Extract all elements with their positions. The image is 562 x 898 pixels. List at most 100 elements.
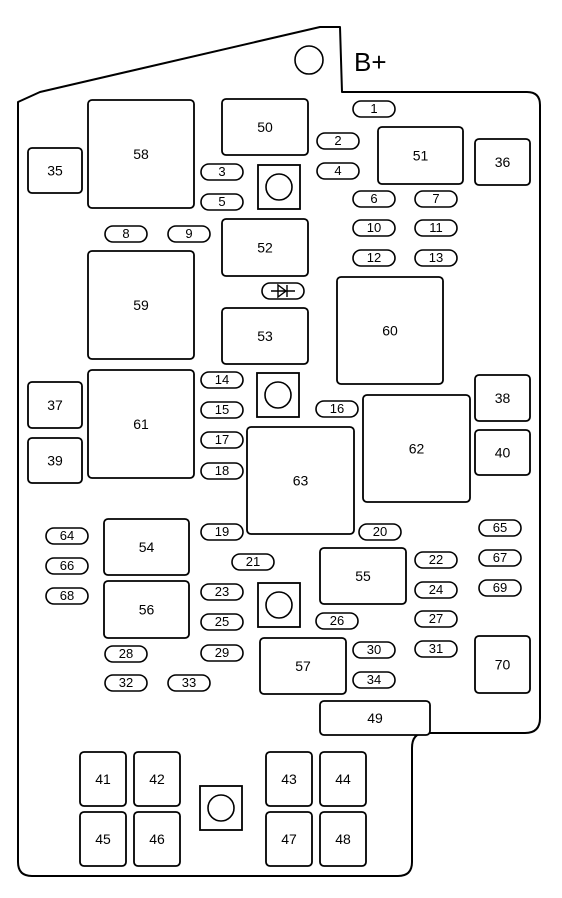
mini-fuse-69-label: 69 (493, 580, 507, 595)
fuse-39-label: 39 (47, 453, 63, 469)
mini-fuse-13 (414, 249, 458, 267)
fuse-62-label: 62 (409, 441, 425, 457)
mini-fuse-26 (315, 612, 359, 630)
mini-fuse-66 (45, 557, 89, 575)
mini-fuse-64-label: 64 (60, 528, 74, 543)
fuse-61 (87, 369, 195, 479)
fuse-63-label: 63 (293, 473, 309, 489)
fuse-55 (319, 547, 407, 605)
fuse-52-label: 52 (257, 240, 273, 256)
mini-fuse-6-label: 6 (370, 191, 377, 206)
mini-fuse-65-label: 65 (493, 520, 507, 535)
mini-fuse-14-label: 14 (215, 372, 229, 387)
mini-fuse-25 (200, 613, 244, 631)
mini-fuse-23-label: 23 (215, 584, 229, 599)
fuse-47 (265, 811, 313, 867)
mini-fuse-22 (414, 551, 458, 569)
fuse-48 (319, 811, 367, 867)
fuse-42 (133, 751, 181, 807)
fuse-43 (265, 751, 313, 807)
stud-bolt-icon (265, 173, 293, 201)
mini-fuse-21 (231, 553, 275, 571)
mini-fuse-26-label: 26 (330, 613, 344, 628)
mini-fuse-29-label: 29 (215, 645, 229, 660)
mini-fuse-31 (414, 640, 458, 658)
mini-fuse-22-label: 22 (429, 552, 443, 567)
mini-fuse-32-label: 32 (119, 675, 133, 690)
fuse-50 (221, 98, 309, 156)
mini-fuse-20-label: 20 (373, 524, 387, 539)
fuse-41-label: 41 (95, 771, 111, 787)
fuse-60 (336, 276, 444, 385)
mini-fuse-11 (414, 219, 458, 237)
fuse-51-label: 51 (413, 148, 429, 164)
fuse-38 (474, 374, 531, 422)
fuse-40-label: 40 (495, 445, 511, 461)
mini-fuse-2 (316, 132, 360, 150)
mini-fuse-18-label: 18 (215, 463, 229, 478)
fuse-41 (79, 751, 127, 807)
stud-bolt-icon (264, 381, 292, 409)
mini-fuse-19-label: 19 (215, 524, 229, 539)
fuse-35-label: 35 (47, 163, 63, 179)
fuse-36 (474, 138, 531, 186)
mini-fuse-6 (352, 190, 396, 208)
mini-fuse-17 (200, 431, 244, 449)
mini-fuse-30-label: 30 (367, 642, 381, 657)
fuse-43-label: 43 (281, 771, 297, 787)
fuse-51 (377, 126, 464, 185)
b-plus-label: B+ (354, 47, 387, 77)
fuse-47-label: 47 (281, 831, 297, 847)
mini-fuse-64 (45, 527, 89, 545)
mini-fuse-16-label: 16 (330, 401, 344, 416)
fuse-58 (87, 99, 195, 209)
mini-fuse-12-label: 12 (367, 250, 381, 265)
mini-fuse-68 (45, 587, 89, 605)
fuse-37-label: 37 (47, 397, 63, 413)
mini-fuse-17-label: 17 (215, 432, 229, 447)
mini-fuse-12 (352, 249, 396, 267)
fuse-58-label: 58 (133, 146, 149, 162)
fuse-40 (474, 429, 531, 476)
mini-fuse-7 (414, 190, 458, 208)
mini-fuse-3 (200, 163, 244, 181)
mini-fuse-19 (200, 523, 244, 541)
fuse-35 (27, 147, 83, 194)
mounting-hole-icon (294, 45, 324, 75)
diode-icon (271, 283, 295, 299)
mini-fuse-28 (104, 645, 148, 663)
mini-fuse-24-label: 24 (429, 582, 443, 597)
mini-fuse-66-label: 66 (60, 558, 74, 573)
fuse-54 (103, 518, 190, 576)
mini-fuse-69 (478, 579, 522, 597)
fuse-54-label: 54 (139, 539, 155, 555)
stud-bolt-icon (207, 794, 235, 822)
fuse-59-label: 59 (133, 297, 149, 313)
fuse-53-label: 53 (257, 328, 273, 344)
mini-fuse-33-label: 33 (182, 675, 196, 690)
mini-fuse-8-label: 8 (122, 226, 129, 241)
mini-fuse-27-label: 27 (429, 611, 443, 626)
fuse-49-label: 49 (367, 710, 383, 726)
mini-fuse-34-label: 34 (367, 672, 381, 687)
fuse-60-label: 60 (382, 323, 398, 339)
mini-fuse-21-label: 21 (246, 554, 260, 569)
mini-fuse-15-label: 15 (215, 402, 229, 417)
mini-fuse-27 (414, 610, 458, 628)
mini-fuse-2-label: 2 (334, 133, 341, 148)
mini-fuse-11-label: 11 (429, 220, 443, 235)
mini-fuse-1 (352, 100, 396, 118)
fuse-70 (474, 635, 531, 694)
mini-fuse-7-label: 7 (432, 191, 439, 206)
mini-fuse-20 (358, 523, 402, 541)
fuse-44 (319, 751, 367, 807)
mini-fuse-9-label: 9 (185, 226, 192, 241)
mini-fuse-67-label: 67 (493, 550, 507, 565)
fuse-56 (103, 580, 190, 639)
stud-bolt-icon (265, 591, 293, 619)
mini-fuse-13-label: 13 (429, 250, 443, 265)
mini-fuse-10 (352, 219, 396, 237)
mini-fuse-28-label: 28 (119, 646, 133, 661)
fuse-36-label: 36 (495, 154, 511, 170)
